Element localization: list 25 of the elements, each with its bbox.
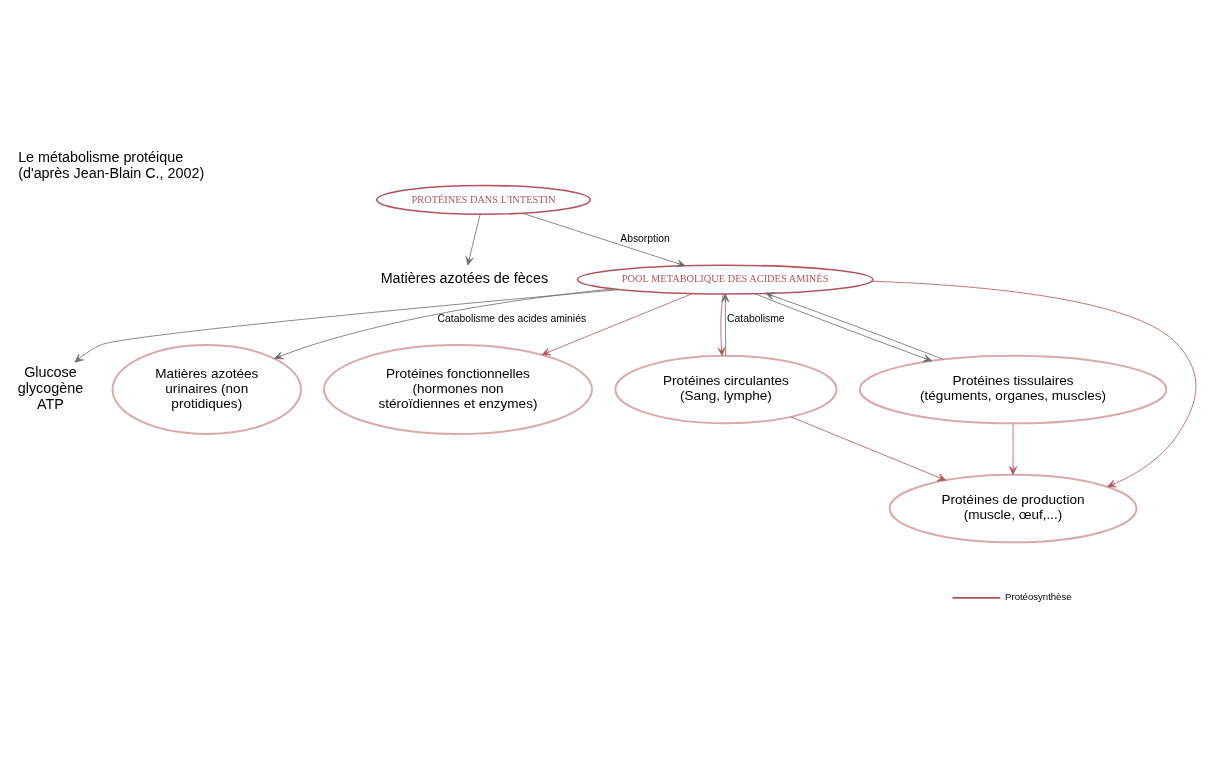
diagram-title: Le métabolisme protéique (18, 148, 184, 165)
arrow (717, 293, 726, 356)
edge-label: Catabolisme (727, 312, 785, 324)
node-text: Matières azotées de fèces (380, 269, 549, 286)
node-ellipse: PROTÉINES DANS L'INTESTIN (375, 184, 592, 215)
arrow (541, 292, 693, 355)
arrow (790, 416, 947, 481)
arrow (871, 280, 1197, 487)
arrow (754, 292, 932, 362)
arrow (522, 212, 686, 267)
arrow (1009, 422, 1018, 475)
arrow (465, 213, 481, 265)
caption: (d'après Jean-Blain C., 2002) (18, 164, 205, 181)
edge-label: Absorption (620, 232, 670, 244)
arrow (721, 293, 730, 356)
node-ellipse: Protéines fonctionnelles (hormones non stéroïdiennes et enzymes) (322, 343, 594, 435)
node-ellipse: Protéines circulantes (Sang, lymphe) (614, 354, 838, 424)
legend-label: Protéosynthèse (1005, 590, 1072, 602)
arrow (274, 288, 614, 359)
arrow (74, 288, 620, 363)
node-ellipse: Matières azotées urinaires (non protidiques) (111, 343, 302, 435)
node-text: Glucose glycogène ATP (17, 363, 84, 412)
arrow (765, 291, 944, 360)
edge-label: Catabolisme des acides aminiés (437, 312, 587, 324)
node-ellipse: POOL METABOLIQUE DES ACIDES AMINÉS (576, 263, 874, 295)
